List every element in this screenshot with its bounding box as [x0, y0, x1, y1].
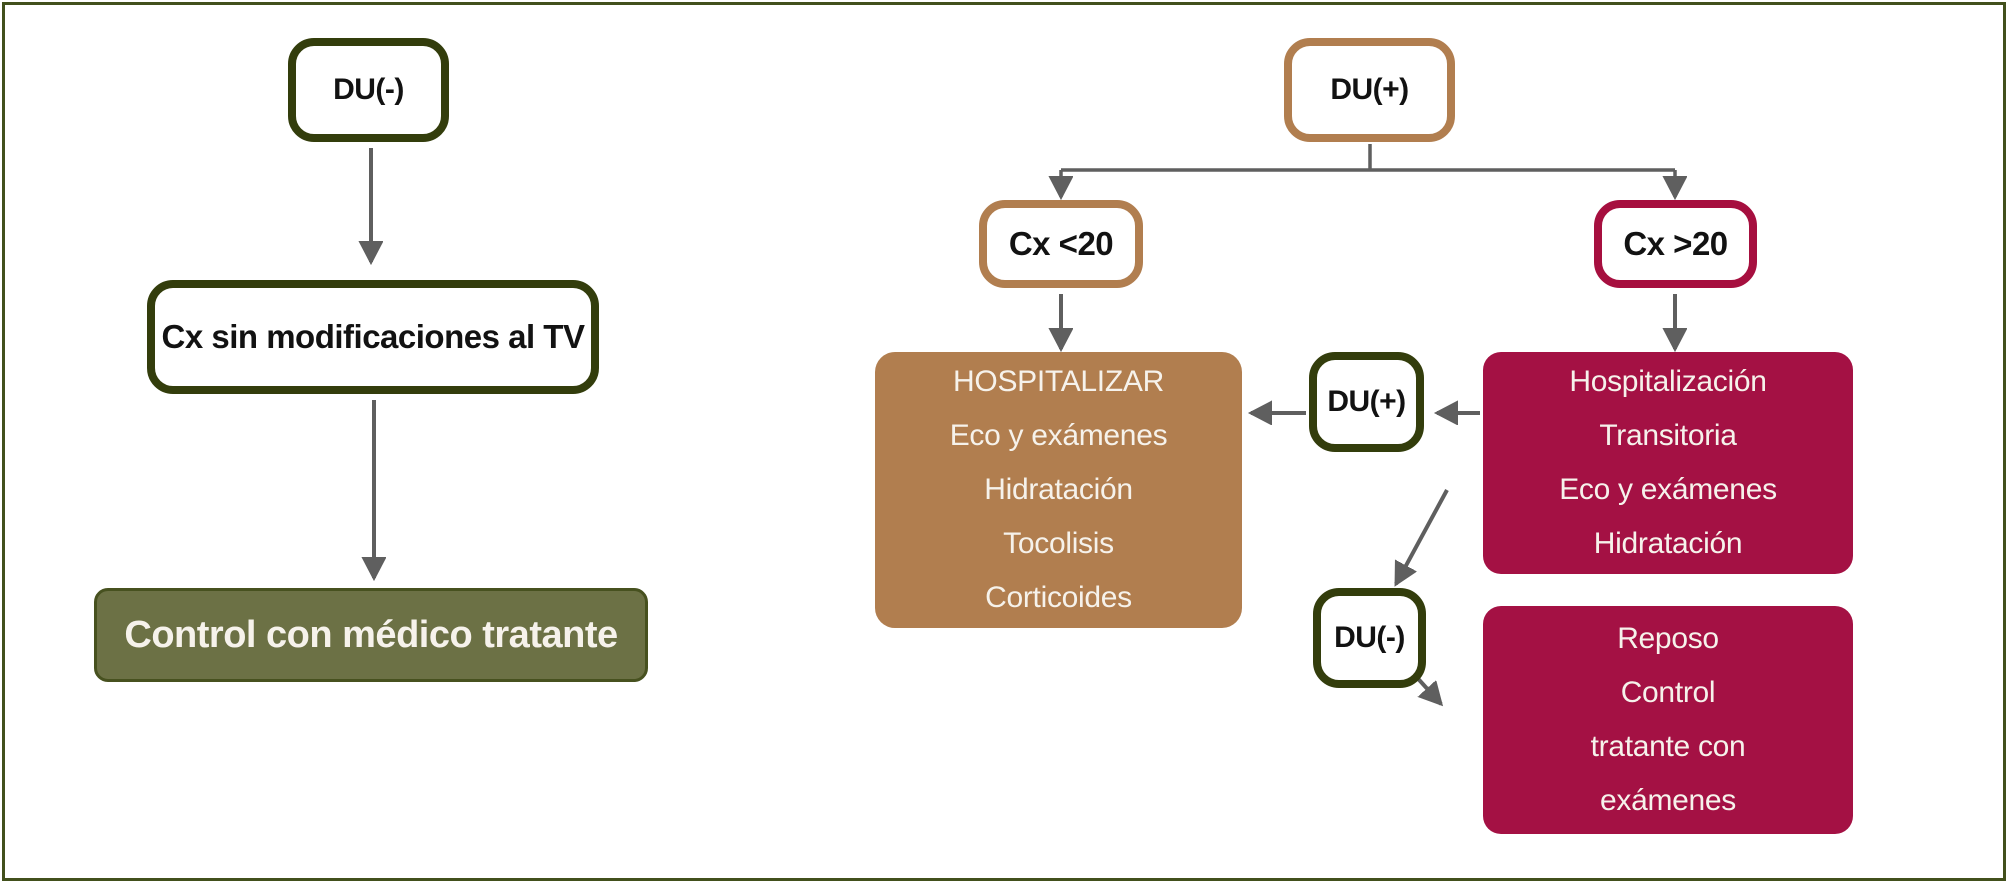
node-label: DU(+)	[1330, 73, 1409, 106]
node-hospitalizar: HOSPITALIZAR Eco y exámenes Hidratación …	[875, 352, 1242, 628]
node-label: Cx <20	[1008, 225, 1114, 262]
reposo-line: Reposo	[1617, 622, 1719, 655]
hospitalizar-line: Hidratación	[984, 473, 1133, 506]
node-label: Cx >20	[1623, 225, 1728, 262]
arrow-hospitalizacion-to-du-negative	[1394, 489, 1449, 584]
hospitalizacion-line: Hospitalización	[1569, 365, 1767, 398]
node-control-con-medico-tratante: Control con médico tratante	[94, 588, 648, 682]
node-label: Cx sin modificaciones al TV	[161, 318, 585, 355]
reposo-line: Control	[1620, 676, 1716, 709]
node-label: DU(-)	[1334, 621, 1405, 654]
node-label: DU(-)	[333, 73, 404, 106]
hospitalizacion-line: Eco y exámenes	[1559, 473, 1777, 506]
node-reposo-control: Reposo Control tratante con exámenes	[1483, 606, 1853, 834]
node-du-positive-top: DU(+)	[1284, 38, 1455, 142]
node-du-positive-mid: DU(+)	[1309, 352, 1424, 452]
hospitalizar-line: HOSPITALIZAR	[953, 365, 1164, 398]
reposo-line: exámenes	[1599, 784, 1736, 817]
node-hospitalizacion-transitoria: Hospitalización Transitoria Eco y exámen…	[1483, 352, 1853, 574]
node-cx-less-than-20: Cx <20	[979, 200, 1143, 288]
hospitalizacion-line: Hidratación	[1593, 527, 1743, 560]
node-du-negative-mid: DU(-)	[1313, 588, 1426, 688]
hospitalizar-line: Corticoides	[985, 581, 1132, 614]
node-label: DU(+)	[1327, 385, 1406, 418]
hospitalizar-line: Eco y exámenes	[949, 419, 1168, 452]
reposo-line: tratante con	[1590, 730, 1746, 763]
node-cx-greater-than-20: Cx >20	[1594, 200, 1757, 288]
node-label: Control con médico tratante	[124, 613, 618, 656]
hospitalizacion-line: Transitoria	[1599, 419, 1737, 452]
node-du-negative-top: DU(-)	[288, 38, 449, 142]
hospitalizar-line: Tocolisis	[1003, 527, 1114, 560]
node-cx-sin-modificaciones: Cx sin modificaciones al TV	[147, 280, 599, 394]
branch-connector-du-positive	[1061, 144, 1675, 172]
